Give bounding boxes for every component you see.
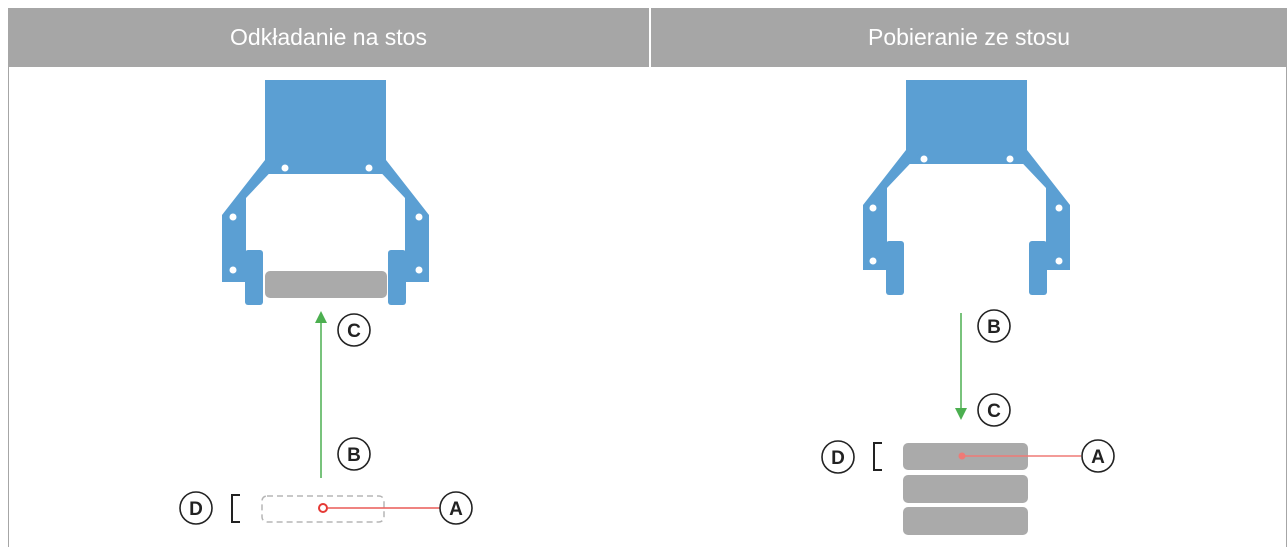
left-callout-d-label: D [189, 499, 203, 520]
left-target-position-outline [261, 495, 385, 523]
right-callout-c-label: C [987, 401, 1001, 422]
table-left-border [8, 67, 9, 547]
right-bracket-d [873, 442, 882, 471]
right-callout-c: C [977, 393, 1011, 427]
left-callout-a: A [439, 491, 473, 525]
right-stack-icon [903, 443, 1028, 535]
left-callout-b-label: B [347, 445, 361, 466]
right-gripper-icon [863, 80, 1070, 295]
left-reference-point [318, 503, 328, 513]
left-callout-b: B [337, 437, 371, 471]
column-header-destacking: Pobieranie ze stosu [867, 24, 1070, 50]
right-callout-d-label: D [831, 448, 845, 469]
right-reference-point [958, 452, 966, 460]
right-callout-b: B [977, 309, 1011, 343]
right-callout-d: D [821, 440, 855, 474]
right-callout-a-label: A [1091, 447, 1105, 468]
left-callout-c: C [337, 313, 371, 347]
right-callout-b-label: B [987, 317, 1001, 338]
left-callout-d: D [179, 491, 213, 525]
table-header-row: Odkładanie na stos Pobieranie ze stosu [8, 8, 1287, 67]
left-gripped-part [265, 271, 387, 298]
right-callout-a: A [1081, 439, 1115, 473]
left-callout-a-label: A [449, 499, 463, 520]
left-gripper-icon [222, 80, 429, 305]
comparison-table: Odkładanie na stos Pobieranie ze stosu [8, 8, 1287, 547]
left-callout-c-label: C [347, 321, 361, 342]
left-bracket-d [231, 494, 240, 523]
header-divider [649, 8, 651, 67]
column-header-stacking: Odkładanie na stos [230, 24, 427, 50]
